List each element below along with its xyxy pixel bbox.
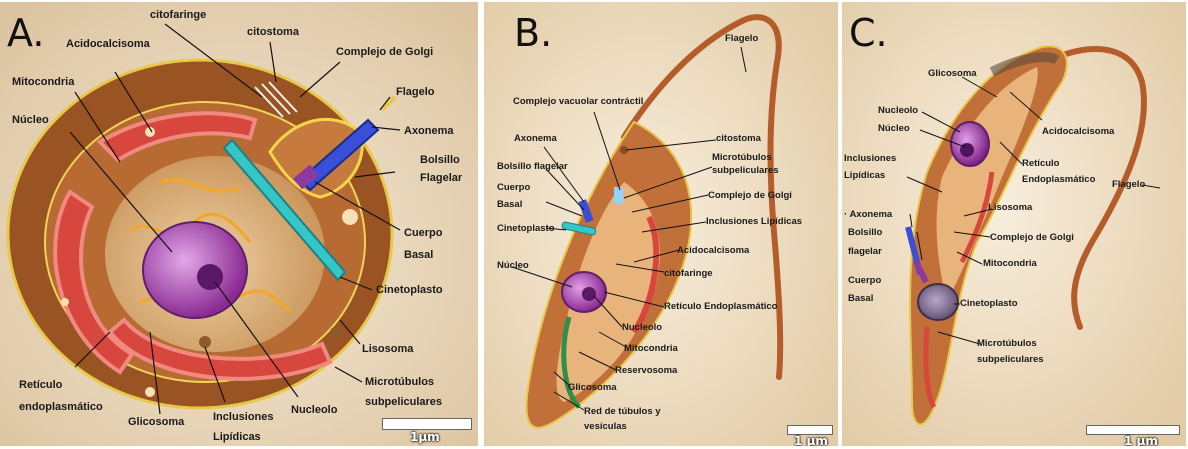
- label-endoplasmatico-c: Endoplasmático: [1022, 174, 1095, 186]
- label-mitocondria-c: Mitocondria: [983, 258, 1037, 270]
- label-microtubulos: Microtúbulos: [365, 376, 434, 390]
- label-reticulo: Retículo: [19, 379, 62, 393]
- label-cinetoplasto-c: Cinetoplasto: [960, 298, 1018, 310]
- label-bolsillo-c: Bolsillo: [848, 227, 882, 239]
- label-subpeliculares-c: subpeliculares: [977, 354, 1044, 366]
- label-nucleo-b: Núcleo: [497, 260, 529, 272]
- label-lisosoma: Lisosoma: [362, 343, 413, 357]
- scale-label-c: 1 μm: [1124, 434, 1158, 446]
- panel-c-letter: C.: [849, 14, 888, 52]
- label-nucleo-c: Núcleo: [878, 123, 910, 135]
- label-acidocalcisoma-c: Acidocalcisoma: [1042, 126, 1114, 138]
- label-flagelar: Flagelar: [420, 172, 462, 186]
- label-golgi-c: Complejo de Golgi: [990, 232, 1074, 244]
- label-cinetoplasto-b: Cinetoplasto: [497, 223, 555, 235]
- label-bolsillo: Bolsillo: [420, 154, 460, 168]
- label-basal: Basal: [404, 249, 433, 263]
- label-flagelo-b: Flagelo: [725, 33, 758, 45]
- label-glicosoma: Glicosoma: [128, 416, 184, 430]
- scale-label-b: 1 μm: [794, 434, 828, 446]
- label-subpeliculares-b: subpeliculares: [712, 165, 779, 177]
- label-lipidicas: Lipídicas: [213, 431, 261, 445]
- label-citofaringe-b: citofaringe: [664, 268, 713, 280]
- label-acidocalcisoma-b: Acidocalcisoma: [677, 245, 749, 257]
- label-flagelar-c: flagelar: [848, 246, 882, 258]
- label-cuerpo-b: Cuerpo: [497, 182, 530, 194]
- label-cuerpo: Cuerpo: [404, 227, 443, 241]
- label-microtubulos-b: Microtúbulos: [712, 152, 772, 164]
- panel-c-illustration: [842, 2, 1186, 446]
- label-lisosoma-c: Lisosoma: [988, 202, 1032, 214]
- label-glicosoma-b: Glicosoma: [568, 382, 617, 394]
- panel-a-letter: A.: [7, 14, 44, 52]
- panel-b: B. Flagelo Complejo vacuolar contráctil …: [484, 2, 838, 446]
- label-cuerpo-c: Cuerpo: [848, 275, 881, 287]
- label-basal-c: Basal: [848, 293, 873, 305]
- label-reticulo-b: Retículo Endoplasmático: [664, 301, 778, 313]
- label-golgi-b: Complejo de Golgi: [708, 190, 792, 202]
- scale-bar-a: [382, 418, 472, 430]
- label-inclusiones-c: Inclusiones: [844, 153, 896, 165]
- label-acidocalcisoma: Acidocalcisoma: [66, 38, 150, 52]
- panel-a: A. citofaringe citostoma Acidocalcisoma …: [0, 2, 478, 446]
- label-nucleolo: Nucleolo: [291, 404, 337, 418]
- scale-label-a: 1μm: [410, 430, 440, 444]
- label-complejo-vacuolar: Complejo vacuolar contráctil: [513, 96, 643, 108]
- label-flagelo-c: Flagelo: [1112, 179, 1145, 191]
- label-lipidicas-c: Lipídicas: [844, 170, 885, 182]
- label-vesiculas-b: vesículas: [584, 421, 627, 433]
- label-endoplasmatico: endoplasmático: [19, 401, 103, 415]
- panel-c: C. Glicosoma Nucleolo Núcleo Acidocalcis…: [842, 2, 1186, 446]
- nucleolus-a: [197, 264, 223, 290]
- label-axonema: Axonema: [404, 125, 454, 139]
- label-basal-b: Basal: [497, 199, 522, 211]
- label-subpeliculares: subpeliculares: [365, 396, 442, 410]
- label-nucleolo-c: Nucleolo: [878, 105, 918, 117]
- label-axonema-b: Axonema: [514, 133, 557, 145]
- label-nucleolo-b: Nucleolo: [622, 322, 662, 334]
- label-axonema-c: · Axonema: [844, 209, 892, 221]
- kinetoplast-c: [918, 284, 958, 320]
- label-mitocondria: Mitocondria: [12, 76, 74, 90]
- nucleolus-c: [960, 143, 974, 157]
- label-citofaringe: citofaringe: [150, 9, 206, 23]
- label-mitocondria-b: Mitocondria: [624, 343, 678, 355]
- vacuole-b: [614, 187, 623, 203]
- label-complejo-golgi: Complejo de Golgi: [336, 46, 433, 60]
- label-glicosoma-c: Glicosoma: [928, 68, 977, 80]
- label-reticulo-c: Retículo: [1022, 158, 1059, 170]
- nucleolus-b: [582, 287, 596, 301]
- panel-b-letter: B.: [514, 14, 552, 52]
- label-cinetoplasto: Cinetoplasto: [376, 284, 443, 298]
- label-flagelo: Flagelo: [396, 86, 435, 100]
- label-inclusiones: Inclusiones: [213, 411, 274, 425]
- label-citostoma-b: citostoma: [716, 133, 761, 145]
- label-microtubulos-c: Microtúbulos: [977, 338, 1037, 350]
- label-nucleo: Núcleo: [12, 114, 49, 128]
- label-inclusiones-b: Inclusiones Lipídicas: [706, 216, 802, 228]
- label-bolsillo-flagelar-b: Bolsillo flagelar: [497, 161, 568, 173]
- label-reservosoma-b: Reservosoma: [615, 365, 677, 377]
- label-citostoma: citostoma: [247, 26, 299, 40]
- label-red-tubulos-b: Red de túbulos y: [584, 406, 661, 418]
